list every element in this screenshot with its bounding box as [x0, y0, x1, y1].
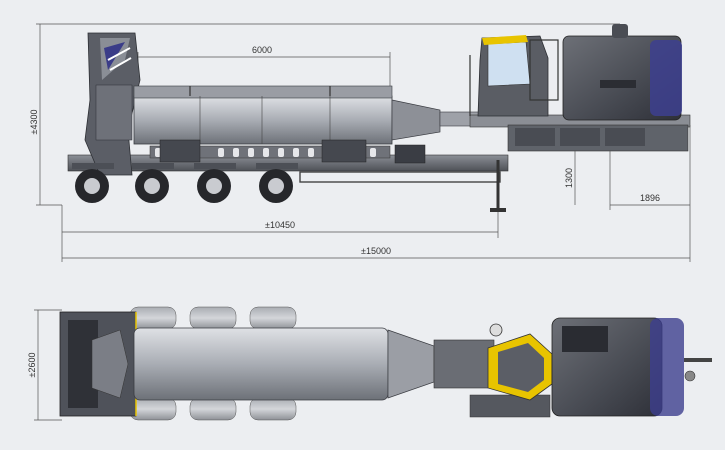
top-view-tires	[129, 306, 297, 421]
tank-top-rail	[133, 85, 393, 99]
top-cab-roof	[498, 343, 544, 392]
hub-4	[268, 178, 284, 194]
top-engine-hatch	[562, 326, 608, 352]
fender-2	[132, 163, 174, 169]
cab-handrail	[529, 39, 559, 101]
fender-3	[194, 163, 236, 169]
width-label: ±2600	[27, 353, 37, 378]
frame-height-label: 1300	[564, 168, 574, 188]
tank-length-label: 6000	[252, 45, 272, 55]
engine-blue-radiator	[650, 40, 682, 116]
rear-wheels	[75, 169, 293, 203]
engine-vent	[600, 80, 636, 88]
tank-body	[133, 95, 393, 145]
hub-3	[206, 178, 222, 194]
equipment-door-3	[605, 128, 645, 146]
hopper-stripe-1	[107, 47, 131, 61]
top-tank-cone	[387, 329, 435, 399]
top-auger-housing	[91, 329, 129, 399]
rear-hopper-lower	[95, 84, 133, 141]
pump-left	[159, 139, 201, 163]
top-radiator-blue	[650, 318, 684, 416]
hub-2	[144, 178, 160, 194]
rear-overhang-label: 1896	[640, 193, 660, 203]
top-manifold	[433, 339, 495, 389]
tank-front-cone	[391, 99, 441, 141]
cab-window	[487, 41, 531, 87]
pump-right	[321, 139, 367, 163]
top-tank	[133, 327, 389, 401]
landing-foot	[490, 208, 506, 212]
top-hitch-ball	[684, 370, 696, 382]
valve-manifold	[394, 144, 426, 164]
hopper-stripe-2	[109, 57, 132, 71]
cab-roof-yellow	[482, 35, 528, 45]
height-overall-label: ±4300	[29, 110, 39, 135]
fender-1	[72, 163, 114, 169]
equipment-door-2	[560, 128, 600, 146]
lower-pipe-frame	[299, 171, 501, 183]
total-length-label: ±15000	[361, 246, 391, 256]
wheelbase-label: ±10450	[265, 220, 295, 230]
side-view: ±4300 6000	[29, 23, 691, 262]
top-lower-box	[469, 394, 551, 418]
fender-4	[256, 163, 298, 169]
exhaust-stack	[612, 24, 628, 38]
equipment-door-1	[515, 128, 555, 146]
top-view: ±2600	[27, 306, 712, 421]
hub-1	[84, 178, 100, 194]
top-reel	[489, 323, 503, 337]
